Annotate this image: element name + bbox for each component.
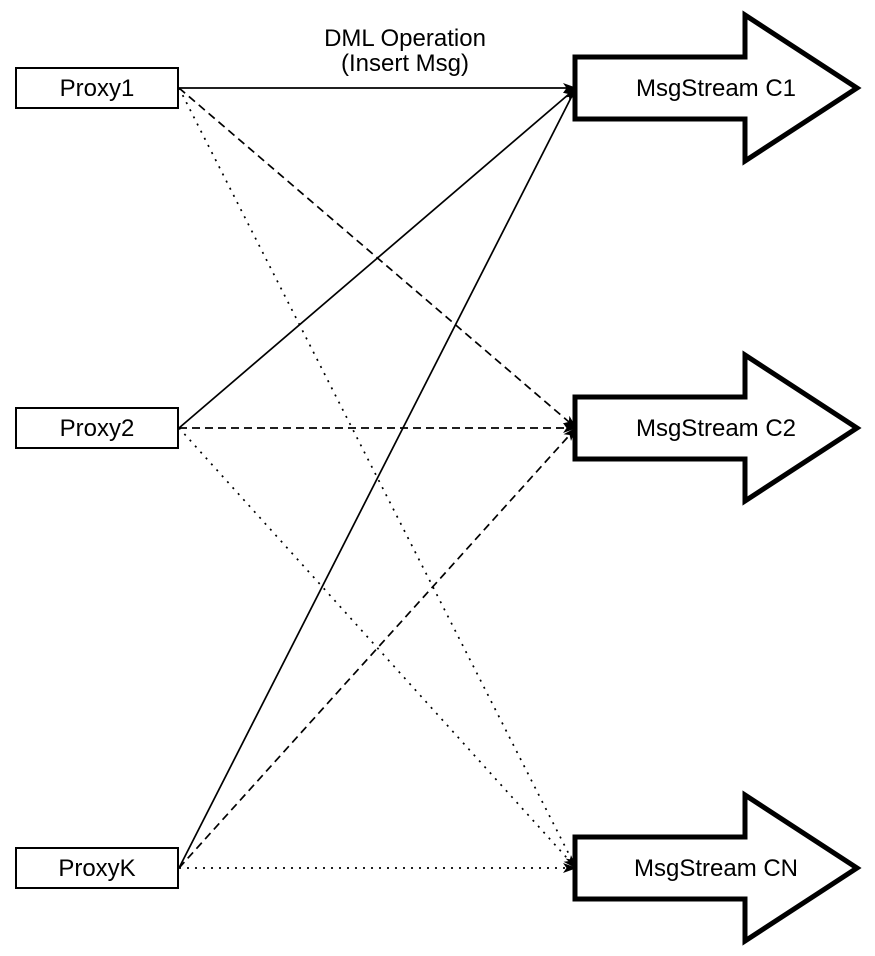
title-line-2: (Insert Msg): [341, 50, 469, 77]
proxy1-box: [15, 67, 179, 109]
proxy-node-proxyk: ProxyK: [15, 847, 179, 889]
edge-proxyk-c1: [178, 87, 577, 869]
edges-layer: [178, 83, 577, 873]
msgstream-cn-label: MsgStream CN: [634, 855, 798, 882]
msgstream-c2-label: MsgStream C2: [636, 415, 796, 442]
msgstream-arrow-cn: MsgStream CN: [572, 790, 862, 946]
proxy2-label: Proxy2: [60, 415, 135, 442]
title-line-1: DML Operation: [324, 25, 486, 52]
diagram-title: DML Operation (Insert Msg): [324, 25, 486, 77]
proxy-node-proxy1: Proxy1: [15, 67, 179, 109]
proxyk-box: [15, 847, 179, 889]
proxy2-box: [15, 407, 179, 449]
msgstream-c1-label: MsgStream C1: [636, 75, 796, 102]
msgstream-c2-shape: [572, 350, 862, 506]
edge-proxy2-cn: [178, 427, 577, 869]
edge-proxyk-c2: [178, 427, 577, 869]
msgstream-arrow-c2: MsgStream C2: [572, 350, 862, 506]
proxy-node-proxy2: Proxy2: [15, 407, 179, 449]
proxyk-label: ProxyK: [58, 855, 135, 882]
proxy1-label: Proxy1: [60, 75, 135, 102]
edge-proxy1-cn: [178, 87, 577, 869]
edge-proxy1-c2: [178, 87, 577, 429]
msgstream-arrow-c1: MsgStream C1: [572, 10, 862, 166]
msgstream-c1-shape: [572, 10, 862, 166]
msgstream-cn-shape: [572, 790, 862, 946]
